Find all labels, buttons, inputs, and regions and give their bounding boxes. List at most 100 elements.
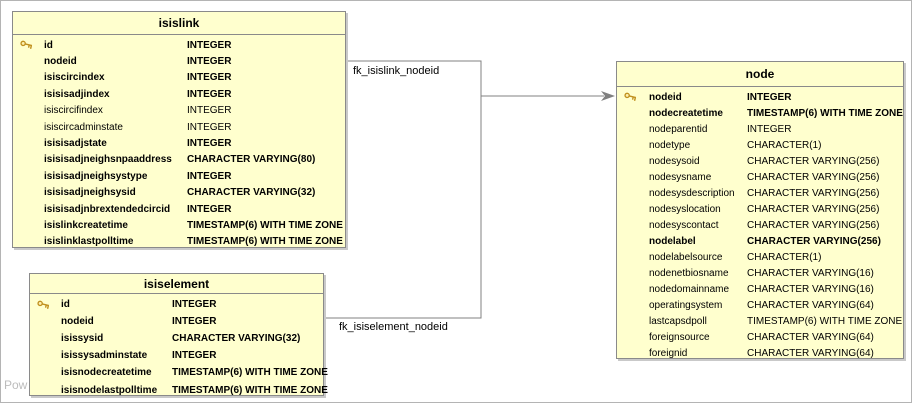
- field-name: isiscircifindex: [44, 105, 103, 117]
- field-row: isisnodelastpolltime TIMESTAMP(6) WITH TI…: [30, 381, 328, 398]
- field-row: nodeid INTEGER: [13, 53, 345, 69]
- field-type: CHARACTER(1): [747, 251, 822, 263]
- table-header: isiselement: [30, 274, 323, 294]
- field-name: foreignsource: [649, 331, 710, 343]
- fk-isislink-nodeid-label: fk_isislink_nodeid: [353, 65, 440, 77]
- field-row: isisisadjstate INTEGER: [13, 135, 345, 151]
- field-name: nodecreatetime: [649, 107, 723, 119]
- field-row: isisnodecreatetime TIMESTAMP(6) WITH TIME…: [30, 364, 328, 381]
- field-name: id: [44, 39, 53, 51]
- field-name: nodeid: [61, 316, 94, 328]
- field-name: nodedomainname: [649, 283, 730, 295]
- field-row: isiscircifindex INTEGER: [13, 103, 345, 119]
- field-name: nodesysoid: [649, 155, 700, 167]
- field-type: CHARACTER VARYING(256): [747, 219, 880, 231]
- field-name: nodenetbiosname: [649, 267, 729, 279]
- field-row: nodecreatetime TIMESTAMP(6) WITH TIME ZON…: [617, 105, 903, 121]
- field-name: nodesysdescription: [649, 187, 735, 199]
- field-row: isisisadjneighsysid CHARACTER VARYING(32): [13, 185, 345, 201]
- field-name: operatingsystem: [649, 299, 723, 311]
- field-row: nodelabel CHARACTER VARYING(256): [617, 233, 903, 249]
- watermark: Pow: [4, 378, 28, 392]
- field-name: isisisadjneighsysid: [44, 187, 136, 199]
- field-type: TIMESTAMP(6) WITH TIME ZONE: [187, 236, 343, 248]
- field-name: nodeid: [44, 56, 77, 68]
- table-header: node: [617, 62, 903, 87]
- field-row: isisisadjindex INTEGER: [13, 86, 345, 102]
- field-type: CHARACTER VARYING(16): [747, 283, 874, 295]
- field-name: isiscircadminstate: [44, 121, 123, 133]
- field-row: lastcapsdpoll TIMESTAMP(6) WITH TIME ZONE: [617, 313, 903, 329]
- field-type: TIMESTAMP(6) WITH TIME ZONE: [747, 107, 903, 119]
- field-name: isisnodecreatetime: [61, 367, 152, 379]
- field-type: CHARACTER VARYING(80): [187, 154, 316, 166]
- field-type: TIMESTAMP(6) WITH TIME ZONE: [172, 367, 328, 379]
- field-name: isissysid: [61, 333, 104, 345]
- primary-key-icon: [13, 40, 44, 50]
- field-type: INTEGER: [187, 170, 232, 182]
- fk-isiselement-nodeid-label: fk_isiselement_nodeid: [339, 321, 448, 333]
- field-name: nodetype: [649, 139, 691, 151]
- field-name: isisisadjindex: [44, 88, 110, 100]
- field-type: INTEGER: [172, 316, 217, 328]
- field-row: isisisadjneighsnpaaddress CHARACTER VARYI…: [13, 152, 345, 168]
- field-type: INTEGER: [187, 138, 232, 150]
- key-icon-glyph: [20, 40, 33, 50]
- field-type: INTEGER: [747, 123, 792, 135]
- field-type: INTEGER: [187, 56, 232, 68]
- primary-key-icon: [617, 92, 649, 102]
- arrowhead-icon: [601, 91, 615, 101]
- field-name: isisisadjneighsystype: [44, 170, 148, 182]
- field-name: isisisadjstate: [44, 138, 107, 150]
- field-name: nodeid: [649, 91, 682, 103]
- field-type: INTEGER: [187, 39, 232, 51]
- field-name: nodeparentid: [649, 123, 708, 135]
- field-type: INTEGER: [187, 105, 232, 117]
- field-name: nodelabel: [649, 235, 696, 247]
- field-type: INTEGER: [172, 299, 217, 311]
- field-name: isislinklastpolltime: [44, 236, 134, 248]
- table-title: node: [745, 67, 775, 81]
- field-row: nodeid INTEGER: [30, 313, 323, 330]
- field-name: isisnodelastpolltime: [61, 384, 158, 396]
- fk-isislink-nodeid-line: [324, 60, 482, 319]
- field-type: TIMESTAMP(6) WITH TIME ZONE: [187, 219, 343, 231]
- field-type: CHARACTER VARYING(64): [747, 331, 874, 343]
- field-name: nodesysname: [649, 171, 712, 183]
- field-type: INTEGER: [187, 88, 232, 100]
- key-icon-glyph: [624, 92, 637, 101]
- field-name: lastcapsdpoll: [649, 315, 707, 327]
- field-type: CHARACTER VARYING(256): [747, 235, 881, 247]
- table-title: isiselement: [143, 276, 210, 291]
- primary-key-icon: [30, 300, 61, 310]
- field-type: CHARACTER VARYING(64): [747, 299, 874, 311]
- field-type: CHARACTER VARYING(256): [747, 187, 880, 199]
- field-type: CHARACTER VARYING(32): [187, 187, 316, 199]
- table-title: isislink: [158, 16, 200, 30]
- field-name: isiscircindex: [44, 72, 105, 84]
- field-type: TIMESTAMP(6) WITH TIME ZONE: [747, 315, 903, 327]
- field-type: INTEGER: [172, 350, 217, 362]
- field-type: TIMESTAMP(6) WITH TIME ZONE: [172, 384, 328, 396]
- field-name: isisisadjneighsnpaaddress: [44, 154, 172, 166]
- field-name: nodesyslocation: [649, 203, 721, 215]
- field-type: INTEGER: [187, 203, 232, 215]
